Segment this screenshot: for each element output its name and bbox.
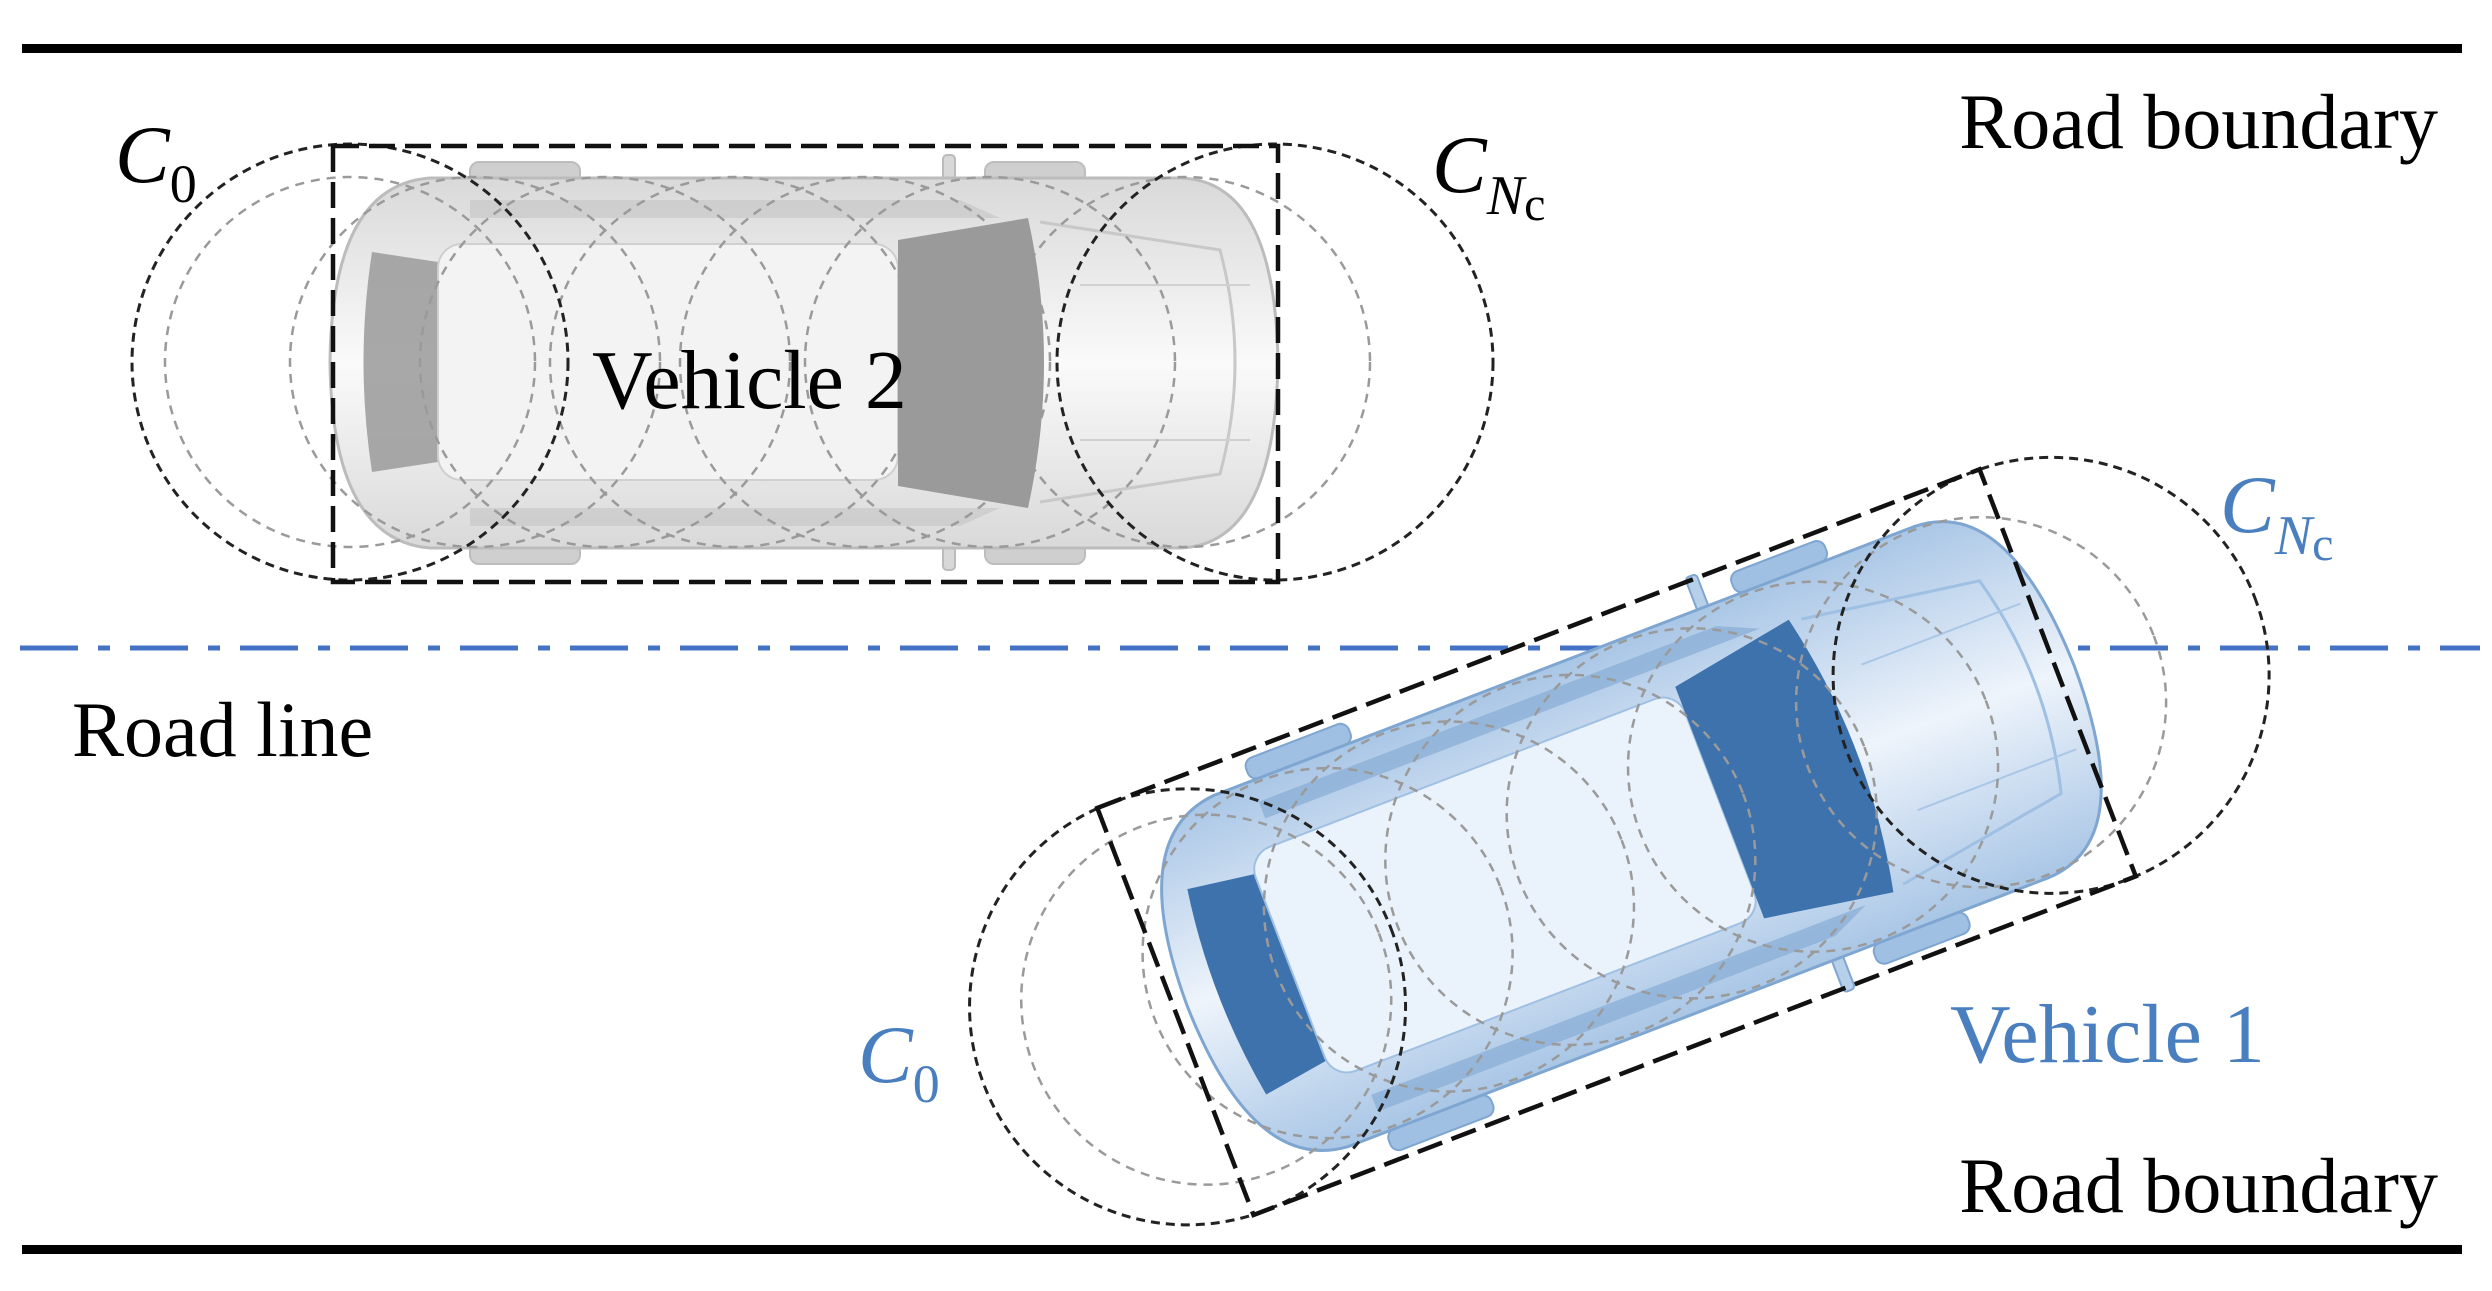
v2-circle-3 [418,175,792,549]
vehicle-2-label: Vehicle 2 [592,334,907,427]
vehicle-2-bounding-box [330,143,1281,585]
v2-circle-4 [548,175,922,549]
road-boundary-top-line [22,44,2462,53]
road-boundary-bottom-label: Road boundary [1959,1142,2438,1229]
road-boundary-top-label: Road boundary [1959,78,2438,165]
v1-c0-label: C0 [858,1009,940,1114]
v2-circle-5 [678,175,1052,549]
v1-cn-label: CNc [2220,459,2333,571]
v2-circle-6 [803,175,1177,549]
v2-cn-label: CNc [1432,119,1545,231]
road-line-label: Road line [72,686,373,773]
v1-circle-1 [1019,813,1393,1186]
road-boundary-bottom-line [22,1245,2462,1254]
v2-c0-label: C0 [115,109,197,214]
vehicle-1-label: Vehicle 1 [1950,988,2265,1081]
v2-circle-2 [288,175,662,549]
v2-circle-7 [998,175,1372,549]
v2-circle-1 [163,175,537,549]
vehicle-1 [1160,520,2103,1152]
v1-circle-2 [1141,766,1514,1140]
vehicle-1-bounding-box [1094,466,2139,1218]
v1-circle-7 [1794,515,2168,889]
